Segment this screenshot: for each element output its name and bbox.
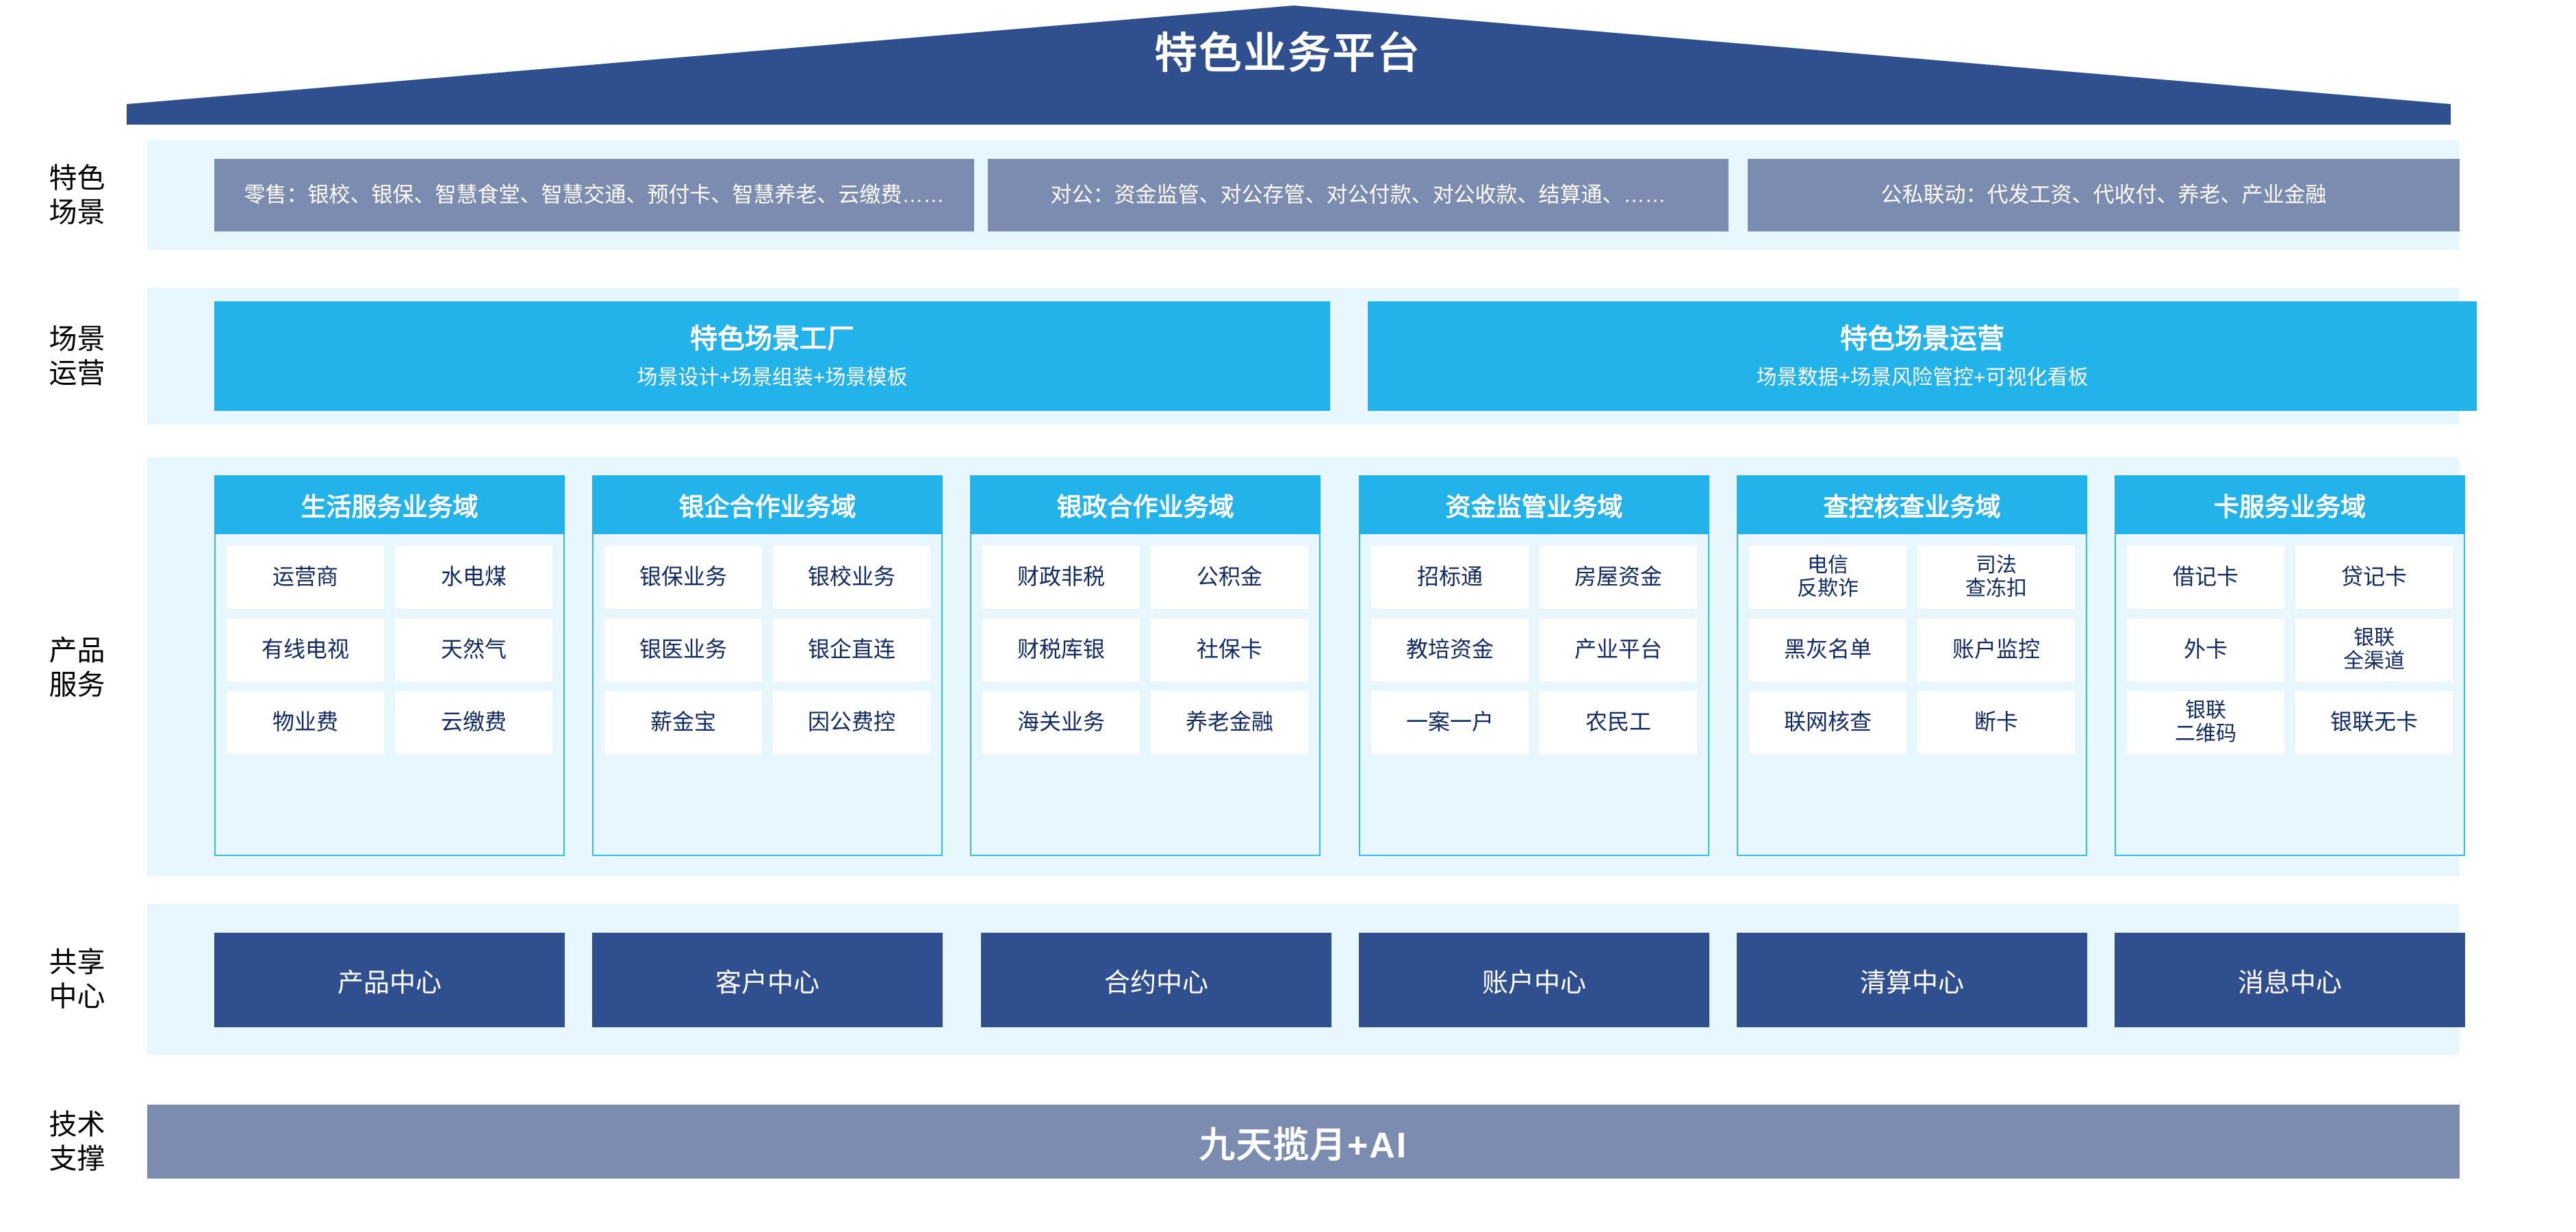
product-cell[interactable]: 一案一户 (1371, 691, 1529, 754)
product-cell[interactable]: 招标通 (1371, 546, 1529, 609)
row-label-product: 产品 服务 (21, 568, 133, 767)
product-cell[interactable]: 银医业务 (604, 618, 762, 681)
product-cell-list: 借记卡贷记卡外卡银联全渠道银联二维码银联无卡 (2115, 534, 2465, 856)
product-column-title: 银政合作业务域 (970, 475, 1321, 534)
platform-title: 特色业务平台 (1154, 30, 1422, 77)
product-cell[interactable]: 外卡 (2127, 618, 2284, 681)
row-label-product-line1: 产品 (49, 634, 105, 666)
product-cell[interactable]: 水电煤 (395, 546, 552, 609)
row-label-tech: 技术 支撑 (21, 1105, 133, 1179)
shared-center-account[interactable]: 账户中心 (1359, 933, 1709, 1027)
scenario-box-retail[interactable]: 零售：银校、银保、智慧食堂、智慧交通、预付卡、智慧养老、云缴费…… (214, 159, 974, 231)
row-label-shared-line2: 中心 (49, 981, 105, 1012)
product-cell[interactable]: 银企直连 (773, 618, 930, 681)
roof-shape-icon (127, 5, 2451, 125)
row-label-operation-line1: 场景 (49, 323, 105, 355)
product-column-bank-government: 银政合作业务域 财政非税公积金财税库银社保卡海关业务养老金融 (970, 475, 1321, 856)
product-cell-list: 银保业务银校业务银医业务银企直连薪金宝因公费控 (592, 534, 943, 856)
shared-center-message[interactable]: 消息中心 (2115, 933, 2465, 1027)
product-cell[interactable]: 联网核查 (1749, 691, 1907, 754)
product-cell-list: 运营商水电煤有线电视天然气物业费云缴费 (214, 534, 565, 856)
product-cell[interactable]: 电信反欺诈 (1749, 546, 1907, 609)
row-label-shared-line1: 共享 (49, 946, 105, 978)
product-cell[interactable]: 房屋资金 (1540, 546, 1697, 609)
product-cell[interactable]: 黑灰名单 (1749, 618, 1907, 681)
row-label-tech-line1: 技术 (49, 1108, 105, 1140)
row-label-operation-line2: 运营 (49, 357, 105, 389)
product-cell[interactable]: 账户监控 (1917, 618, 2075, 681)
product-cell[interactable]: 海关业务 (982, 691, 1140, 754)
product-column-card-service: 卡服务业务域 借记卡贷记卡外卡银联全渠道银联二维码银联无卡 (2115, 475, 2465, 856)
product-column-life-service: 生活服务业务域 运营商水电煤有线电视天然气物业费云缴费 (214, 475, 565, 856)
scenario-box-corporate[interactable]: 对公：资金监管、对公存管、对公付款、对公收款、结算通、…… (988, 159, 1729, 231)
roof-banner: 特色业务平台 (0, 0, 2576, 137)
shared-center-customer[interactable]: 客户中心 (592, 933, 943, 1027)
product-cell[interactable]: 教培资金 (1371, 618, 1529, 681)
product-cell[interactable]: 社保卡 (1151, 618, 1308, 681)
product-cell[interactable]: 借记卡 (2127, 546, 2284, 609)
row-label-scenario-line2: 场景 (49, 197, 105, 228)
operation-factory-title: 特色场景工厂 (690, 323, 854, 354)
operation-box-operations[interactable]: 特色场景运营 场景数据+场景风险管控+可视化看板 (1368, 301, 2477, 411)
product-column-title: 卡服务业务域 (2115, 475, 2465, 534)
product-cell[interactable]: 天然气 (395, 618, 552, 681)
product-cell[interactable]: 有线电视 (227, 618, 384, 681)
product-column-title: 查控核查业务域 (1737, 475, 2087, 534)
product-cell[interactable]: 银联二维码 (2127, 691, 2284, 754)
row-label-scenario: 特色 场景 (21, 140, 133, 250)
product-column-fund-supervision: 资金监管业务域 招标通房屋资金教培资金产业平台一案一户农民工 (1359, 475, 1709, 856)
product-cell-list: 招标通房屋资金教培资金产业平台一案一户农民工 (1359, 534, 1709, 856)
product-cell[interactable]: 薪金宝 (604, 691, 762, 754)
product-cell[interactable]: 银联全渠道 (2295, 618, 2453, 681)
product-cell[interactable]: 物业费 (227, 691, 384, 754)
product-column-title: 生活服务业务域 (214, 475, 565, 534)
product-column-title: 资金监管业务域 (1359, 475, 1709, 534)
product-cell[interactable]: 运营商 (227, 546, 384, 609)
operation-operations-subtitle: 场景数据+场景风险管控+可视化看板 (1756, 366, 2089, 389)
row-label-operation: 场景 运营 (21, 288, 133, 425)
row-label-tech-line2: 支撑 (49, 1143, 105, 1174)
product-cell[interactable]: 银联无卡 (2295, 691, 2453, 754)
product-cell[interactable]: 司法查冻扣 (1917, 546, 2075, 609)
product-cell-list: 财政非税公积金财税库银社保卡海关业务养老金融 (970, 534, 1321, 856)
product-cell-list: 电信反欺诈司法查冻扣黑灰名单账户监控联网核查断卡 (1737, 534, 2087, 856)
product-column-title: 银企合作业务域 (592, 475, 943, 534)
operation-factory-subtitle: 场景设计+场景组装+场景模板 (637, 366, 908, 389)
shared-center-product[interactable]: 产品中心 (214, 933, 565, 1027)
shared-center-contract[interactable]: 合约中心 (981, 933, 1331, 1027)
product-cell[interactable]: 因公费控 (773, 691, 930, 754)
product-cell[interactable]: 断卡 (1917, 691, 2075, 754)
shared-center-clearing[interactable]: 清算中心 (1737, 933, 2087, 1027)
product-cell[interactable]: 云缴费 (395, 691, 552, 754)
operation-box-factory[interactable]: 特色场景工厂 场景设计+场景组装+场景模板 (214, 301, 1330, 411)
row-label-scenario-line1: 特色 (49, 162, 105, 194)
product-cell[interactable]: 养老金融 (1151, 691, 1308, 754)
product-cell[interactable]: 贷记卡 (2295, 546, 2453, 609)
row-label-shared: 共享 中心 (21, 921, 133, 1038)
product-cell[interactable]: 银校业务 (773, 546, 930, 609)
scenario-box-linkage[interactable]: 公私联动：代发工资、代收付、养老、产业金融 (1748, 159, 2460, 231)
product-cell[interactable]: 财政非税 (982, 546, 1140, 609)
row-label-product-line2: 服务 (49, 669, 105, 701)
tech-support-bar[interactable]: 九天揽月+AI (147, 1105, 2460, 1179)
product-cell[interactable]: 公积金 (1151, 546, 1308, 609)
product-column-investigation-control: 查控核查业务域 电信反欺诈司法查冻扣黑灰名单账户监控联网核查断卡 (1737, 475, 2087, 856)
operation-operations-title: 特色场景运营 (1840, 323, 2004, 354)
product-cell[interactable]: 农民工 (1540, 691, 1697, 754)
product-cell[interactable]: 银保业务 (604, 546, 762, 609)
product-cell[interactable]: 产业平台 (1540, 618, 1697, 681)
product-cell[interactable]: 财税库银 (982, 618, 1140, 681)
product-column-bank-enterprise: 银企合作业务域 银保业务银校业务银医业务银企直连薪金宝因公费控 (592, 475, 943, 856)
